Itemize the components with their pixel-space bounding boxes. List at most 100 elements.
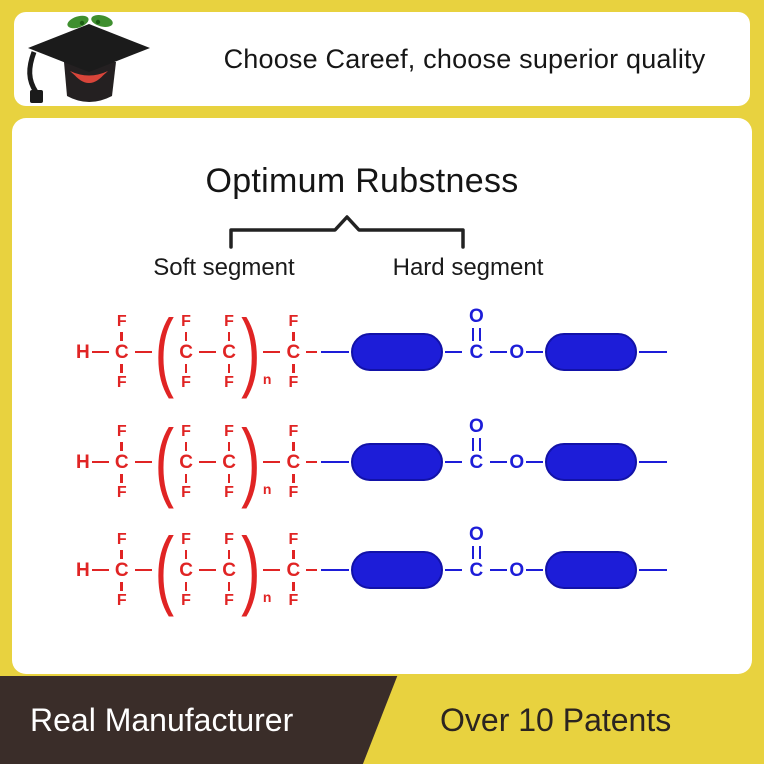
soft-segment-label: Soft segment xyxy=(153,254,295,281)
atom-f: F xyxy=(181,483,191,501)
bond xyxy=(184,331,188,341)
bond xyxy=(227,441,231,451)
bond xyxy=(263,460,281,464)
bond xyxy=(490,350,508,354)
close-bracket: ) n xyxy=(240,526,271,613)
molecule-row: H F C F ( F C F F C F ) n xyxy=(76,510,669,630)
atom-c: C xyxy=(222,559,236,581)
atom-c: C xyxy=(469,341,484,363)
diagram-title: Optimum Rubstness xyxy=(205,162,519,200)
graduation-cap-icon xyxy=(27,15,150,103)
carbonyl-group: O C xyxy=(464,525,488,616)
bond xyxy=(639,568,668,572)
bond xyxy=(526,568,544,572)
bond xyxy=(120,331,123,341)
atom-f: F xyxy=(288,483,299,501)
bond xyxy=(199,460,217,464)
bond xyxy=(490,568,508,572)
atom-c: C xyxy=(469,451,484,473)
bond xyxy=(306,460,318,464)
bond xyxy=(306,568,318,572)
atom-f: F xyxy=(181,591,191,609)
hard-segment-block xyxy=(351,551,444,589)
atom-f: F xyxy=(116,312,127,330)
double-bond xyxy=(471,327,481,341)
bond xyxy=(227,581,231,591)
cf2-group: F C F xyxy=(218,422,240,501)
molecule-row: H F C F ( F C F F C F ) n xyxy=(76,292,669,412)
atom-f: F xyxy=(116,373,127,391)
atom-c: C xyxy=(469,559,484,581)
atom-f: F xyxy=(181,373,191,391)
bond xyxy=(184,441,188,451)
atom-o: O xyxy=(509,341,525,363)
double-bond xyxy=(471,437,481,451)
atom-h: H xyxy=(76,341,90,363)
bond xyxy=(306,350,318,354)
bond xyxy=(199,350,217,354)
atom-f: F xyxy=(288,373,299,391)
atom-f: F xyxy=(288,312,299,330)
bond xyxy=(91,460,109,464)
bond xyxy=(120,581,123,591)
atom-f: F xyxy=(116,530,127,548)
atom-o: O xyxy=(509,559,525,581)
cf2-group: F C F xyxy=(111,530,133,609)
atom-f: F xyxy=(288,591,299,609)
bond xyxy=(227,331,231,341)
footer-bar: Real Manufacturer Over 10 Patents xyxy=(0,676,764,764)
bond xyxy=(134,460,152,464)
open-bracket: ( xyxy=(154,302,175,400)
atom-c: C xyxy=(286,341,301,363)
bond xyxy=(292,363,295,373)
bond xyxy=(134,350,152,354)
bond xyxy=(526,460,544,464)
atom-c: C xyxy=(179,341,193,363)
bond xyxy=(227,473,231,483)
atom-c: C xyxy=(179,559,193,581)
bond xyxy=(120,473,123,483)
span-brace-icon xyxy=(229,215,465,249)
atom-c: C xyxy=(114,451,129,473)
atom-c: C xyxy=(114,341,129,363)
cf2-group: F C F xyxy=(175,531,197,609)
header-bar: Choose Careef, choose superior quality xyxy=(14,12,750,106)
atom-c: C xyxy=(222,341,236,363)
diagram-panel: Optimum Rubstness Soft segment Hard segm… xyxy=(12,118,752,674)
bond xyxy=(184,363,188,373)
atom-f: F xyxy=(116,422,127,440)
atom-o: O xyxy=(509,451,525,473)
atom-c: C xyxy=(222,451,236,473)
atom-c: C xyxy=(179,451,193,473)
double-bond xyxy=(471,545,481,559)
atom-f: F xyxy=(181,422,191,440)
footer-right-text: Over 10 Patents xyxy=(440,701,672,738)
cf2-group: F C F xyxy=(218,312,240,391)
atom-f: F xyxy=(224,312,234,330)
bond xyxy=(184,581,188,591)
tagline-text: Choose Careef, choose superior quality xyxy=(223,43,706,74)
bond xyxy=(263,350,281,354)
graduation-cap-logo xyxy=(20,10,158,118)
footer-dark-ribbon xyxy=(0,676,398,764)
atom-c: C xyxy=(114,559,129,581)
cf2-group: F C F xyxy=(111,312,133,391)
close-bracket: ) n xyxy=(240,418,271,505)
atom-c: C xyxy=(286,559,301,581)
subscript-n: n xyxy=(262,589,272,605)
bond xyxy=(639,460,668,464)
hard-segment-block xyxy=(545,443,638,481)
bond xyxy=(292,473,295,483)
cf2-group: F C F xyxy=(282,312,304,391)
atom-f: F xyxy=(224,530,234,548)
atom-f: F xyxy=(224,422,234,440)
atom-f: F xyxy=(116,591,127,609)
bond xyxy=(292,441,295,451)
bond xyxy=(526,350,544,354)
atom-o: O xyxy=(469,523,484,545)
close-paren: ) xyxy=(241,520,261,618)
close-bracket: ) n xyxy=(240,308,271,395)
bond xyxy=(490,460,508,464)
bond xyxy=(445,460,463,464)
bond xyxy=(292,549,295,559)
